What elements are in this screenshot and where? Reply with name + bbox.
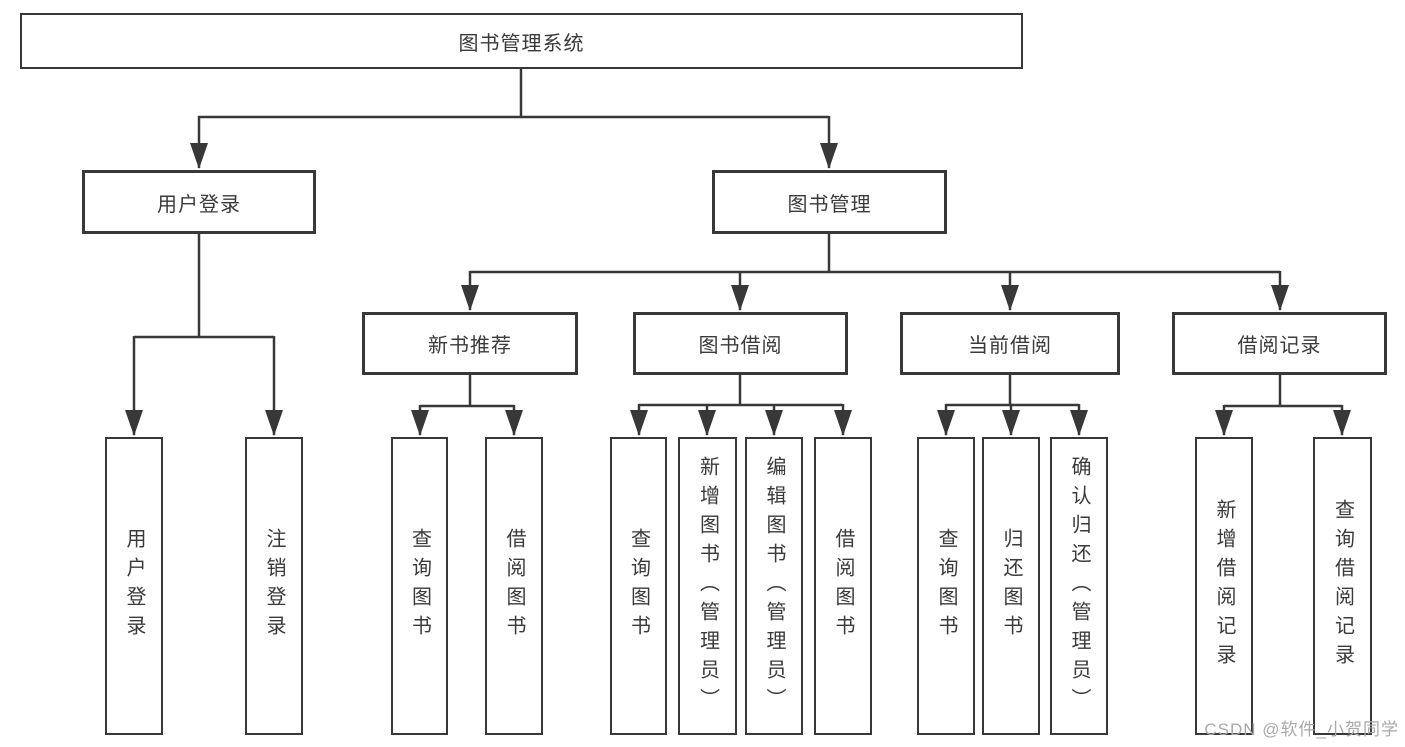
node-label: 借阅图书 [503, 528, 525, 644]
node-book-management: 图书管理 [712, 170, 947, 234]
node-label: 查询借阅记录 [1331, 499, 1354, 673]
leaf-add-book-admin: 新增图书（管理员） [678, 437, 737, 735]
node-label: 借阅图书 [832, 528, 854, 644]
leaf-query-borrow-record: 查询借阅记录 [1313, 437, 1372, 735]
node-label: 新增图书（管理员） [696, 455, 719, 717]
leaf-return-book: 归还图书 [982, 437, 1040, 735]
node-label: 图书管理 [787, 193, 872, 216]
csdn-watermark: CSDN @软件_小贺同学 [1204, 720, 1399, 739]
leaf-query-books-recommend: 查询图书 [391, 437, 448, 735]
node-label: 用户登录 [123, 528, 145, 644]
node-label: 查询图书 [408, 528, 431, 644]
node-label: 当前借阅 [968, 335, 1052, 357]
node-label: 新增借阅记录 [1213, 499, 1235, 673]
node-label: 归还图书 [1000, 528, 1022, 644]
leaf-edit-book-admin: 编辑图书（管理员） [745, 437, 803, 735]
leaf-add-borrow-record: 新增借阅记录 [1195, 437, 1253, 735]
node-label: 图书借阅 [698, 335, 783, 357]
node-label: 借阅记录 [1237, 335, 1322, 357]
node-label: 查询图书 [935, 528, 957, 644]
node-label: 新书推荐 [428, 335, 512, 357]
node-label: 用户登录 [157, 193, 241, 216]
leaf-user-login: 用户登录 [105, 437, 163, 735]
node-borrow-records: 借阅记录 [1172, 312, 1387, 375]
leaf-borrow-books-recommend: 借阅图书 [485, 437, 543, 735]
node-user-login: 用户登录 [82, 170, 316, 234]
node-label: 图书管理系统 [458, 32, 585, 55]
leaf-logout: 注销登录 [245, 437, 303, 735]
leaf-confirm-return-admin: 确认归还（管理员） [1050, 437, 1108, 735]
leaf-query-books-borrow: 查询图书 [610, 437, 667, 735]
node-label: 确认归还（管理员） [1068, 455, 1090, 717]
node-book-management-system: 图书管理系统 [20, 13, 1023, 69]
node-label: 注销登录 [263, 528, 285, 644]
leaf-borrow-books: 借阅图书 [814, 437, 872, 735]
node-book-borrow: 图书借阅 [633, 312, 848, 375]
node-label: 编辑图书（管理员） [763, 455, 785, 717]
node-current-borrow: 当前借阅 [900, 312, 1120, 375]
node-new-book-recommend: 新书推荐 [362, 312, 578, 375]
leaf-query-books-current: 查询图书 [917, 437, 975, 735]
node-label: 查询图书 [627, 528, 650, 644]
